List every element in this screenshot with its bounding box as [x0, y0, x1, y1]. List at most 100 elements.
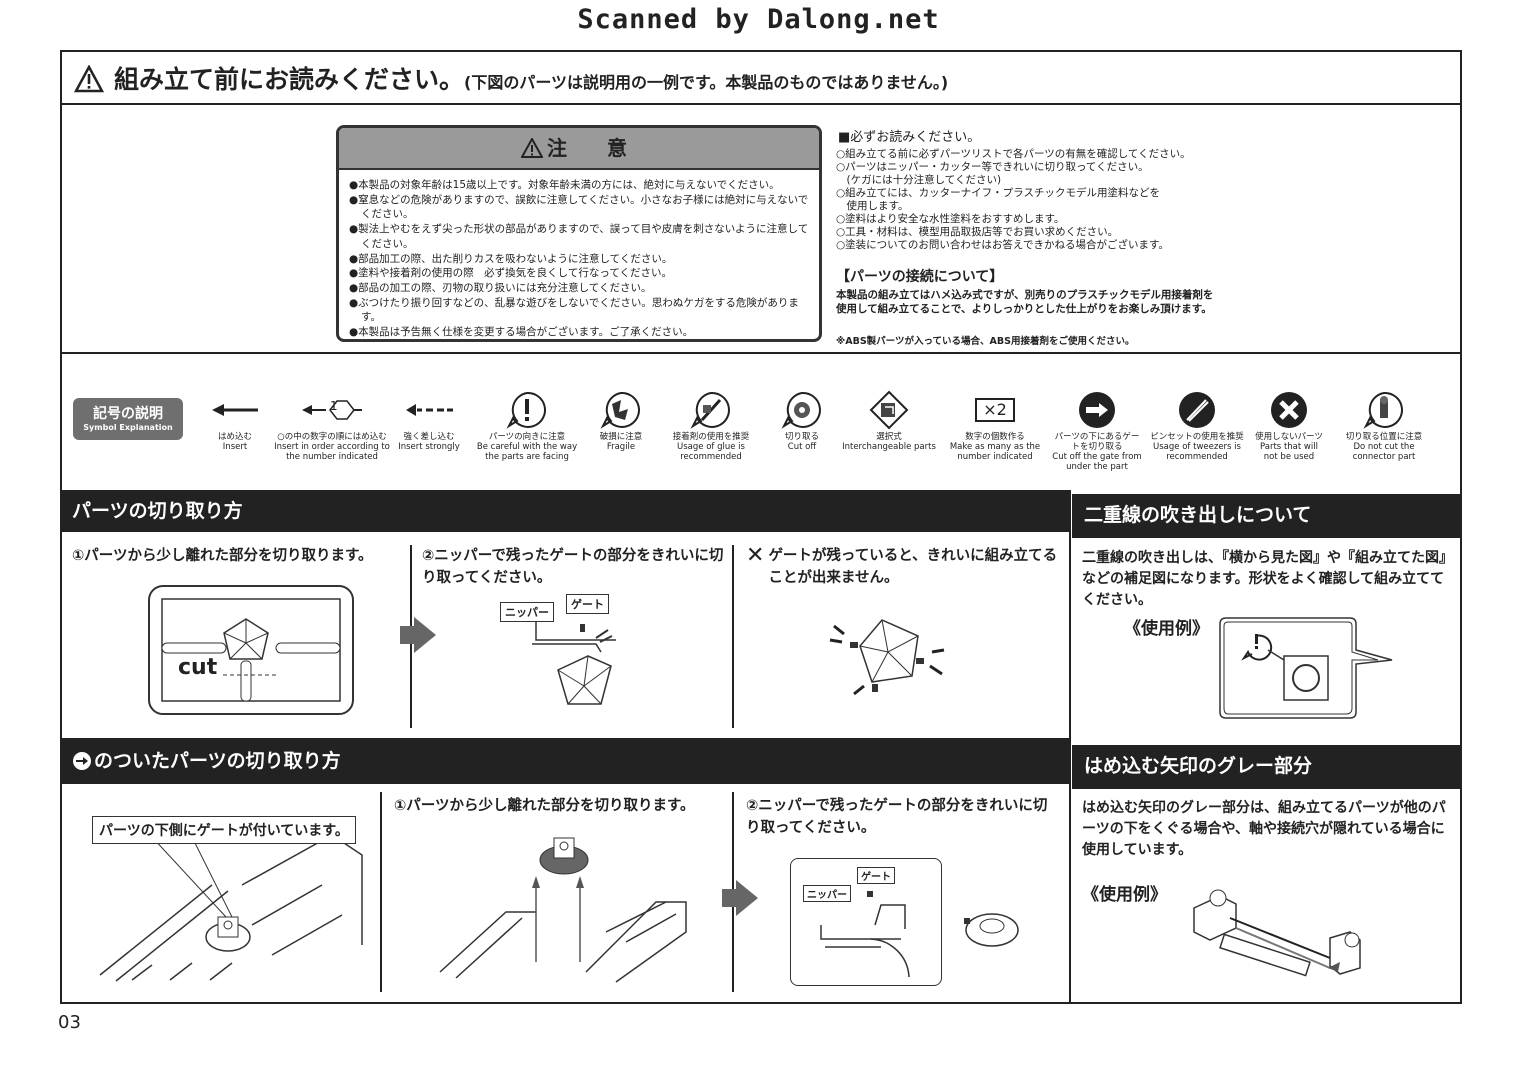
double-line-bubble [1218, 614, 1398, 722]
list-item: ●塗料や接着剤の使用の際 必ず換気を良くして行なってください。 [349, 267, 673, 280]
symbol-jp: 切り取る位置に注意 [1345, 432, 1423, 442]
part-diagram [950, 900, 1020, 956]
fragile-icon [590, 388, 652, 432]
list-item: ○塗装についてのお問い合わせはお答えできかねる場合がございます。 [836, 239, 1169, 251]
under-gate-icon [72, 744, 92, 786]
symbol-jp: 破損に注意 [599, 432, 643, 442]
list-item: ●製法上やむをえず尖った形状の部品がありますので、誤って目や皮膚を刺さないように… [349, 223, 809, 250]
list-item: ○工具・材料は、模型用品取扱店等でお買い求めください。 [836, 226, 1119, 238]
symbol-en: Usage of glue is recommended [677, 442, 745, 462]
symbol-jp: 選択式 [876, 432, 902, 442]
must-read-list: ○組み立てる前に必ずパーツリストで各パーツの有無を確認してください。 ○パーツは… [836, 148, 1216, 252]
symbol-item: ピンセットの使用を推奨 Usage of tweezers is recomme… [1150, 388, 1244, 462]
symbol-item: パーツの向きに注意 Be careful with the way the pa… [472, 388, 582, 462]
under-gate-step1: ①パーツから少し離れた部分を切り取ります。 [394, 798, 695, 814]
divider [60, 738, 1070, 740]
symbol-item: 使用しないパーツ Parts that will not be used [1252, 388, 1326, 462]
symbol-item: 選択式 Interchangeable parts [840, 388, 938, 452]
under-gate-runner-diagram [92, 825, 392, 995]
under-gate-step2: ②ニッパーで残ったゲートの部分をきれいに切り取ってください。 [746, 798, 1048, 836]
symbol-badge-jp: 記号の説明 [93, 406, 163, 422]
not-used-icon [1252, 388, 1326, 432]
page-title: 組み立て前にお読みください。(下図のパーツは説明用の一例です。本製品のものではあ… [73, 60, 949, 99]
runner-diagram: cut [148, 585, 354, 715]
connection-body: 本製品の組み立てはハメ込み式ですが、別売りのプラスチックモデル用接着剤を使用して… [836, 289, 1214, 315]
cross-mark-icon: ✕ [746, 543, 765, 568]
symbol-item: はめ込む Insert [200, 388, 270, 452]
symbol-en: Fragile [606, 442, 636, 452]
double-line-body: 二重線の吹き出しは、『横から見た図』や『組み立てた図』などの補足図になります。形… [1082, 550, 1453, 608]
symbol-en: Cut off [787, 442, 817, 452]
symbol-jp: パーツの下にあるゲートを切り取る [1054, 432, 1140, 452]
symbol-item: パーツの下にあるゲートを切り取る Cut off the gate from u… [1052, 388, 1142, 472]
list-item: ○組み立てる前に必ずパーツリストで各パーツの有無を確認してください。 [836, 148, 1191, 160]
symbol-en: Insert strongly [398, 442, 460, 452]
cutting-warning-text: ゲートが残っていると、きれいに組み立てることが出来ません。 [768, 548, 1058, 586]
list-item: ●ぶつけたり振り回すなどの、乱暴な遊びをしないでください。思わぬケガをする危険が… [349, 296, 799, 324]
list-item: ○塗料はより安全な水性塗料をおすすめします。 [836, 213, 1065, 225]
title-sub: (下図のパーツは説明用の一例です。本製品のものではありません。) [464, 73, 949, 92]
symbol-jp: ○の中の数字の順にはめ込む [277, 432, 387, 442]
symbol-item: 強く差し込む Insert strongly [396, 388, 462, 452]
cutting-step1: ①パーツから少し離れた部分を切り取ります。 [72, 548, 373, 564]
under-gate-cut-diagram [436, 832, 696, 992]
warning-triangle-icon [520, 131, 544, 171]
list-item: (ケガには十分注意してください) [836, 174, 1002, 186]
gray-arrow-heading: はめ込む矢印のグレー部分 [1072, 745, 1462, 789]
scanned-by-header: Scanned by Dalong.net [577, 4, 940, 35]
symbol-en: Do not cut the connector part [1352, 442, 1416, 462]
list-item: ●窒息などの危険がありますので、誤飲に注意してください。小さなお子様には絶対に与… [349, 193, 809, 221]
caution-heading: 注 意 [339, 128, 819, 170]
caution-list: ●本製品の対象年齢は15歳以上です。対象年齢未満の方には、絶対に与えないでくださ… [339, 170, 819, 339]
divider [732, 545, 734, 728]
step-arrow-icon [722, 880, 758, 916]
divider [1069, 490, 1071, 1004]
list-item: ○パーツはニッパー・カッター等できれいに切り取ってください。 [836, 161, 1149, 173]
double-line-example: 《使用例》 [1124, 619, 1209, 639]
divider [60, 103, 1462, 105]
symbol-item: 切り取る Cut off [774, 388, 830, 452]
under-gate-icon [1052, 388, 1142, 432]
cut-label: cut [178, 655, 218, 680]
interchange-icon [840, 388, 938, 432]
cutting-step2: ②ニッパーで残ったゲートの部分をきれいに切り取ってください。 [422, 548, 724, 586]
gate-label: ゲート [857, 867, 895, 884]
list-item: ○組み立てには、カッターナイフ・プラスチックモデル用塗料などを [836, 187, 1160, 199]
step-arrow-icon [400, 617, 436, 653]
symbol-en: Insert in order according to the number … [274, 442, 390, 462]
arrow-left-icon [200, 388, 270, 432]
under-gate-heading: のついたパーツの切り取り方 [94, 750, 341, 772]
connection-heading: 【パーツの接続について】 [836, 269, 1004, 285]
double-line-heading: 二重線の吹き出しについて [1072, 494, 1462, 538]
symbol-item: 破損に注意 Fragile [590, 388, 652, 452]
nipper-label: ニッパー [803, 885, 851, 902]
list-item: ●部品の加工の際、刃物の取り扱いには充分注意してください。 [349, 281, 652, 294]
symbol-item: 1 ○の中の数字の順にはめ込む Insert in order accordin… [272, 388, 392, 462]
under-gate-callout: パーツの下側にゲートが付いています。 [92, 816, 356, 844]
symbol-item: 切り取る位置に注意 Do not cut the connector part [1336, 388, 1432, 462]
leftover-gate-diagram [828, 612, 948, 702]
must-read-heading: ■必ずお読みください。 [838, 130, 981, 145]
symbol-jp: はめ込む [217, 432, 252, 442]
gate-label: ゲート [566, 594, 609, 614]
symbol-jp: 切り取る [784, 432, 819, 442]
list-item: ●本製品の対象年齢は15歳以上です。対象年齢未満の方には、絶対に与えないでくださ… [349, 179, 780, 191]
cutting-heading: パーツの切り取り方 [60, 490, 1070, 532]
symbol-number: 1 [330, 399, 338, 413]
nipper-label: ニッパー [500, 602, 554, 622]
times-two-icon: ×2 [946, 388, 1044, 432]
symbol-en: Insert [222, 442, 248, 452]
symbol-jp: 使用しないパーツ [1255, 432, 1323, 442]
symbol-badge-en: Symbol Explanation [83, 423, 173, 432]
numbered-arrow-icon: 1 [272, 388, 392, 432]
under-gate-band: のついたパーツの切り取り方 [60, 740, 1070, 784]
gray-arrow-example: 《使用例》 [1082, 885, 1167, 905]
symbol-item: 接着剤の使用を推奨 Usage of glue is recommended [668, 388, 754, 462]
symbol-item: ×2 数字の個数作る Make as many as the number in… [946, 388, 1044, 462]
cut-icon [774, 388, 830, 432]
symbol-jp: パーツの向きに注意 [488, 432, 566, 442]
symbol-en: Be careful with the way the parts are fa… [476, 442, 578, 462]
gray-arrow-diagram [1180, 878, 1390, 988]
symbol-en: Parts that will not be used [1260, 442, 1318, 462]
list-item: ●本製品は予告無く仕様を変更する場合がございます。ご了承ください。 [349, 326, 694, 339]
